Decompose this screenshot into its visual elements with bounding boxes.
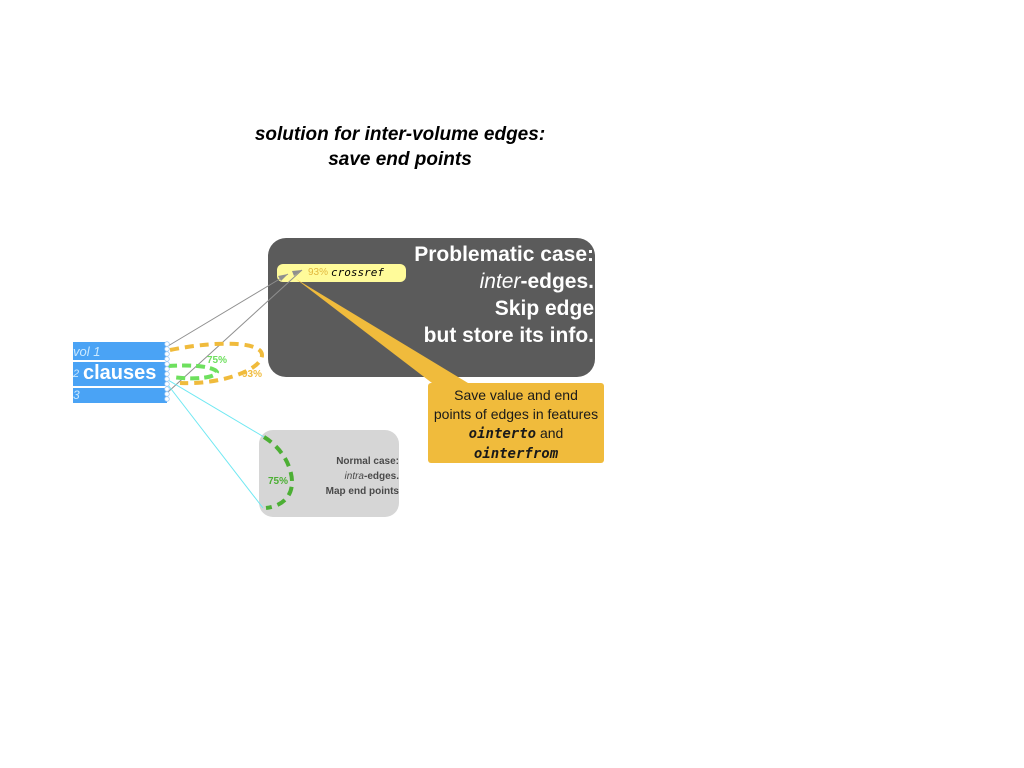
node-row-clauses: 2 clauses — [73, 362, 167, 386]
problematic-line-1: Problematic case: — [414, 243, 594, 266]
normal-line-2: intra-edges. — [326, 469, 399, 484]
crossref-chip: 93% crossref — [277, 264, 406, 282]
normal-line-3: Map end points — [325, 486, 399, 497]
node-row-vol1: vol 1 — [73, 342, 167, 360]
port-dot — [164, 376, 170, 382]
feature-ointerfrom: ointerfrom — [473, 446, 559, 462]
normal-case-box: Normal case: intra-edges. Map end points — [259, 430, 399, 517]
port-dot — [164, 381, 170, 387]
inter-emphasis: inter — [479, 270, 521, 293]
normal-case-text: Normal case: intra-edges. Map end points — [326, 454, 399, 499]
gray-edge-top — [167, 273, 289, 347]
gray-edge-bottom — [167, 269, 303, 393]
node-ports — [164, 341, 170, 402]
callout-line-3: ointerto and — [428, 424, 604, 444]
gray-arrowhead-2 — [292, 270, 302, 276]
intra-suffix: -edges. — [363, 471, 399, 482]
title-line-2: save end points — [328, 149, 472, 170]
slide-title: solution for inter-volume edges: save en… — [200, 122, 600, 172]
normal-line-1: Normal case: — [336, 456, 399, 467]
port-dot — [164, 371, 170, 377]
problematic-case-text: Problematic case: inter-edges. Skip edge… — [414, 241, 594, 349]
problematic-line-2: inter-edges. — [414, 268, 594, 295]
intra-emphasis: intra — [344, 471, 364, 482]
problematic-line-4: but store its info. — [423, 324, 594, 347]
green-dashed-edge-top — [167, 363, 220, 381]
port-dot — [164, 386, 170, 392]
callout-line-4: ointerfrom — [428, 444, 604, 464]
feature-ointerto: ointerto — [468, 426, 537, 442]
vol3-label: 3 — [73, 388, 80, 402]
port-dot — [164, 341, 170, 347]
green-dashed-edge-normal — [262, 435, 295, 510]
gray-arrowhead-1 — [278, 274, 288, 281]
cyan-edge-top — [167, 379, 265, 438]
callout-line-2: points of edges in features — [433, 406, 599, 422]
problematic-line-3: Skip edge — [494, 297, 594, 320]
callout-line-1: Save value and end — [454, 387, 578, 403]
inter-suffix: -edges. — [520, 270, 594, 293]
port-dot — [164, 396, 170, 402]
port-dot — [164, 346, 170, 352]
title-line-1: solution for inter-volume edges: — [254, 124, 546, 145]
crossref-percent: 93% — [308, 267, 329, 278]
port-dot — [164, 351, 170, 357]
crossref-name: crossref — [331, 266, 384, 279]
port-dot — [164, 366, 170, 372]
orange-dashed-edge — [169, 341, 265, 386]
port-dot — [164, 391, 170, 397]
clauses-label: clauses — [83, 362, 157, 384]
callout-and: and — [539, 425, 564, 441]
callout-pointer — [296, 279, 468, 383]
node-row-vol3: 3 — [73, 388, 167, 403]
cyan-edge-bottom — [167, 384, 264, 509]
normal-edge-percent: 75% — [268, 476, 289, 487]
save-info-callout: Save value and end points of edges in fe… — [428, 383, 604, 463]
problematic-case-box: Problematic case: inter-edges. Skip edge… — [268, 238, 595, 377]
orange-edge-percent: 93% — [242, 369, 263, 380]
green-edge-percent: 75% — [207, 355, 228, 366]
port-dot — [164, 361, 170, 367]
vol1-label: vol 1 — [73, 344, 101, 359]
port-dot — [164, 356, 170, 362]
vol2-label: 2 — [73, 368, 80, 380]
